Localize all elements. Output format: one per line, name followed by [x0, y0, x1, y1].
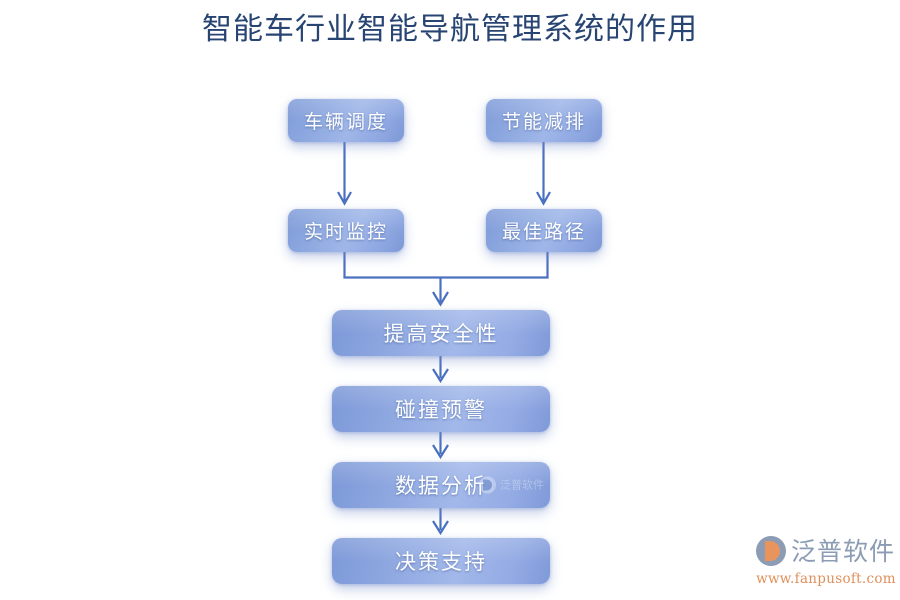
brand-url: www.fanpusoft.com: [756, 571, 896, 587]
node-realtime-monitor[interactable]: 实时监控: [288, 209, 404, 252]
edge-energy-saving-to-best-route: [536, 142, 551, 206]
edge-merge-to-improve-safety: [343, 252, 549, 307]
node-improve-safety[interactable]: 提高安全性: [332, 310, 550, 356]
inline-watermark: 泛普软件: [479, 476, 544, 494]
node-label: 决策支持: [395, 550, 487, 574]
inline-watermark-label: 泛普软件: [500, 478, 544, 492]
edge-data-analysis-to-decision-support: [432, 508, 449, 536]
node-best-route[interactable]: 最佳路径: [486, 209, 602, 252]
node-label: 车辆调度: [303, 112, 388, 133]
node-label: 实时监控: [303, 222, 388, 243]
node-label: 节能减排: [501, 112, 586, 133]
edge-vehicle-dispatch-to-realtime-monitor: [337, 142, 352, 206]
node-collision-warning[interactable]: 碰撞预警: [332, 386, 550, 432]
brand-row: 泛普软件: [756, 534, 896, 568]
brand-logo: 泛普软件 www.fanpusoft.com: [756, 534, 896, 592]
fanpu-logo-icon: [756, 536, 786, 566]
node-label: 提高安全性: [383, 322, 499, 346]
edge-improve-safety-to-collision-warning: [432, 356, 449, 384]
page-title: 智能车行业智能导航管理系统的作用: [202, 13, 698, 46]
brand-name: 泛普软件: [791, 536, 896, 566]
node-label: 碰撞预警: [395, 398, 487, 422]
edge-collision-warning-to-data-analysis: [432, 432, 449, 460]
node-label: 最佳路径: [501, 222, 586, 243]
node-decision-support[interactable]: 决策支持: [332, 538, 550, 584]
node-label: 数据分析: [395, 474, 487, 498]
node-data-analysis[interactable]: 数据分析 泛普软件: [332, 462, 550, 508]
node-vehicle-dispatch[interactable]: 车辆调度: [288, 99, 404, 142]
node-energy-saving[interactable]: 节能减排: [486, 99, 602, 142]
